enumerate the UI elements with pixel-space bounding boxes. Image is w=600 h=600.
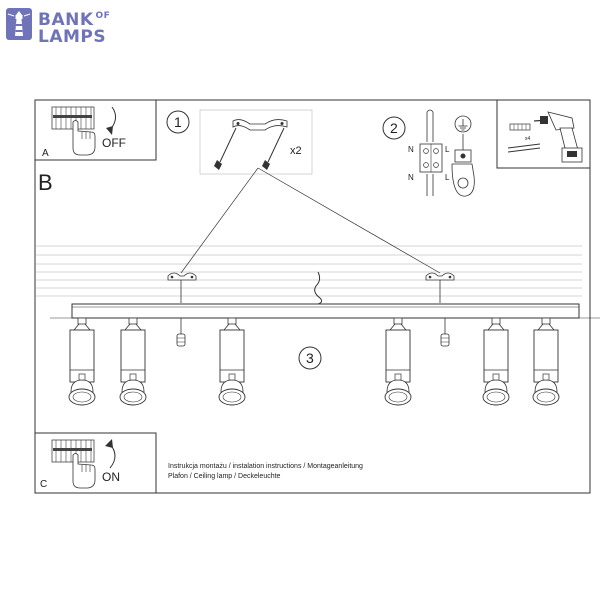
mounting-bracket-icon bbox=[232, 119, 288, 131]
drill-quantity: x4 bbox=[525, 136, 531, 142]
spotlight-icon bbox=[218, 317, 246, 406]
step-2: 2 N L N L bbox=[382, 109, 475, 197]
step-1: 1 x2 bbox=[166, 109, 313, 175]
ceiling-bracket-right bbox=[425, 272, 455, 303]
ceiling-rail bbox=[50, 303, 600, 319]
spotlight-icon bbox=[119, 317, 147, 406]
wire-n-bottom: N bbox=[408, 173, 414, 182]
drill-panel: x4 bbox=[496, 99, 591, 169]
ceiling-bracket-left bbox=[167, 272, 197, 303]
spotlight-icon bbox=[384, 317, 412, 406]
panel-b-letter: B bbox=[38, 170, 53, 195]
leader-lines bbox=[180, 167, 441, 274]
spotlight-icon bbox=[532, 317, 560, 406]
spotlights bbox=[68, 317, 560, 406]
supply-cable bbox=[314, 271, 323, 305]
instructions-caption: Instrukcja montażu / instalation instruc… bbox=[168, 462, 363, 482]
instructions-line2: Plafon / Ceiling lamp / Deckeleuchte bbox=[168, 473, 281, 480]
step-3-number: 3 bbox=[306, 350, 314, 366]
ceiling-lines bbox=[36, 245, 582, 297]
rail-screw-left bbox=[176, 318, 186, 347]
wire-n-top: N bbox=[408, 145, 414, 154]
screwdriver-icon bbox=[214, 127, 285, 170]
lighthouse-logo-icon bbox=[6, 8, 32, 40]
panel-c: C ON bbox=[34, 432, 157, 494]
breaker-icon bbox=[51, 439, 95, 463]
logo-brand-of: OF bbox=[95, 11, 111, 22]
step-1-number: 1 bbox=[174, 114, 182, 130]
panel-a-action: OFF bbox=[102, 136, 126, 150]
panel-a: A OFF bbox=[34, 99, 157, 161]
ground-icon bbox=[451, 115, 475, 197]
hand-icon bbox=[72, 120, 96, 156]
logo-brand-line2: LAMPS bbox=[38, 27, 107, 47]
terminal-block-icon bbox=[419, 109, 443, 196]
panel-c-action: ON bbox=[102, 470, 120, 484]
rail-screw-right bbox=[440, 318, 450, 347]
arrow-down-icon bbox=[106, 106, 116, 135]
arrow-up-icon bbox=[105, 439, 116, 469]
sheet-frame bbox=[34, 99, 591, 494]
hand-icon bbox=[72, 453, 96, 489]
panel-a-letter: A bbox=[42, 148, 49, 159]
step-2-number: 2 bbox=[390, 120, 398, 136]
drill-icon bbox=[533, 111, 583, 163]
step-1-quantity: x2 bbox=[290, 145, 302, 157]
step-3: 3 bbox=[298, 346, 322, 370]
panel-c-letter: C bbox=[40, 479, 47, 490]
wire-l-bottom: L bbox=[445, 173, 450, 182]
instructions-line1: Instrukcja montażu / instalation instruc… bbox=[168, 463, 363, 470]
wall-plug-icon bbox=[507, 123, 541, 153]
spotlight-icon bbox=[68, 317, 96, 406]
wire-l-top: L bbox=[445, 145, 450, 154]
spotlight-icon bbox=[482, 317, 510, 406]
